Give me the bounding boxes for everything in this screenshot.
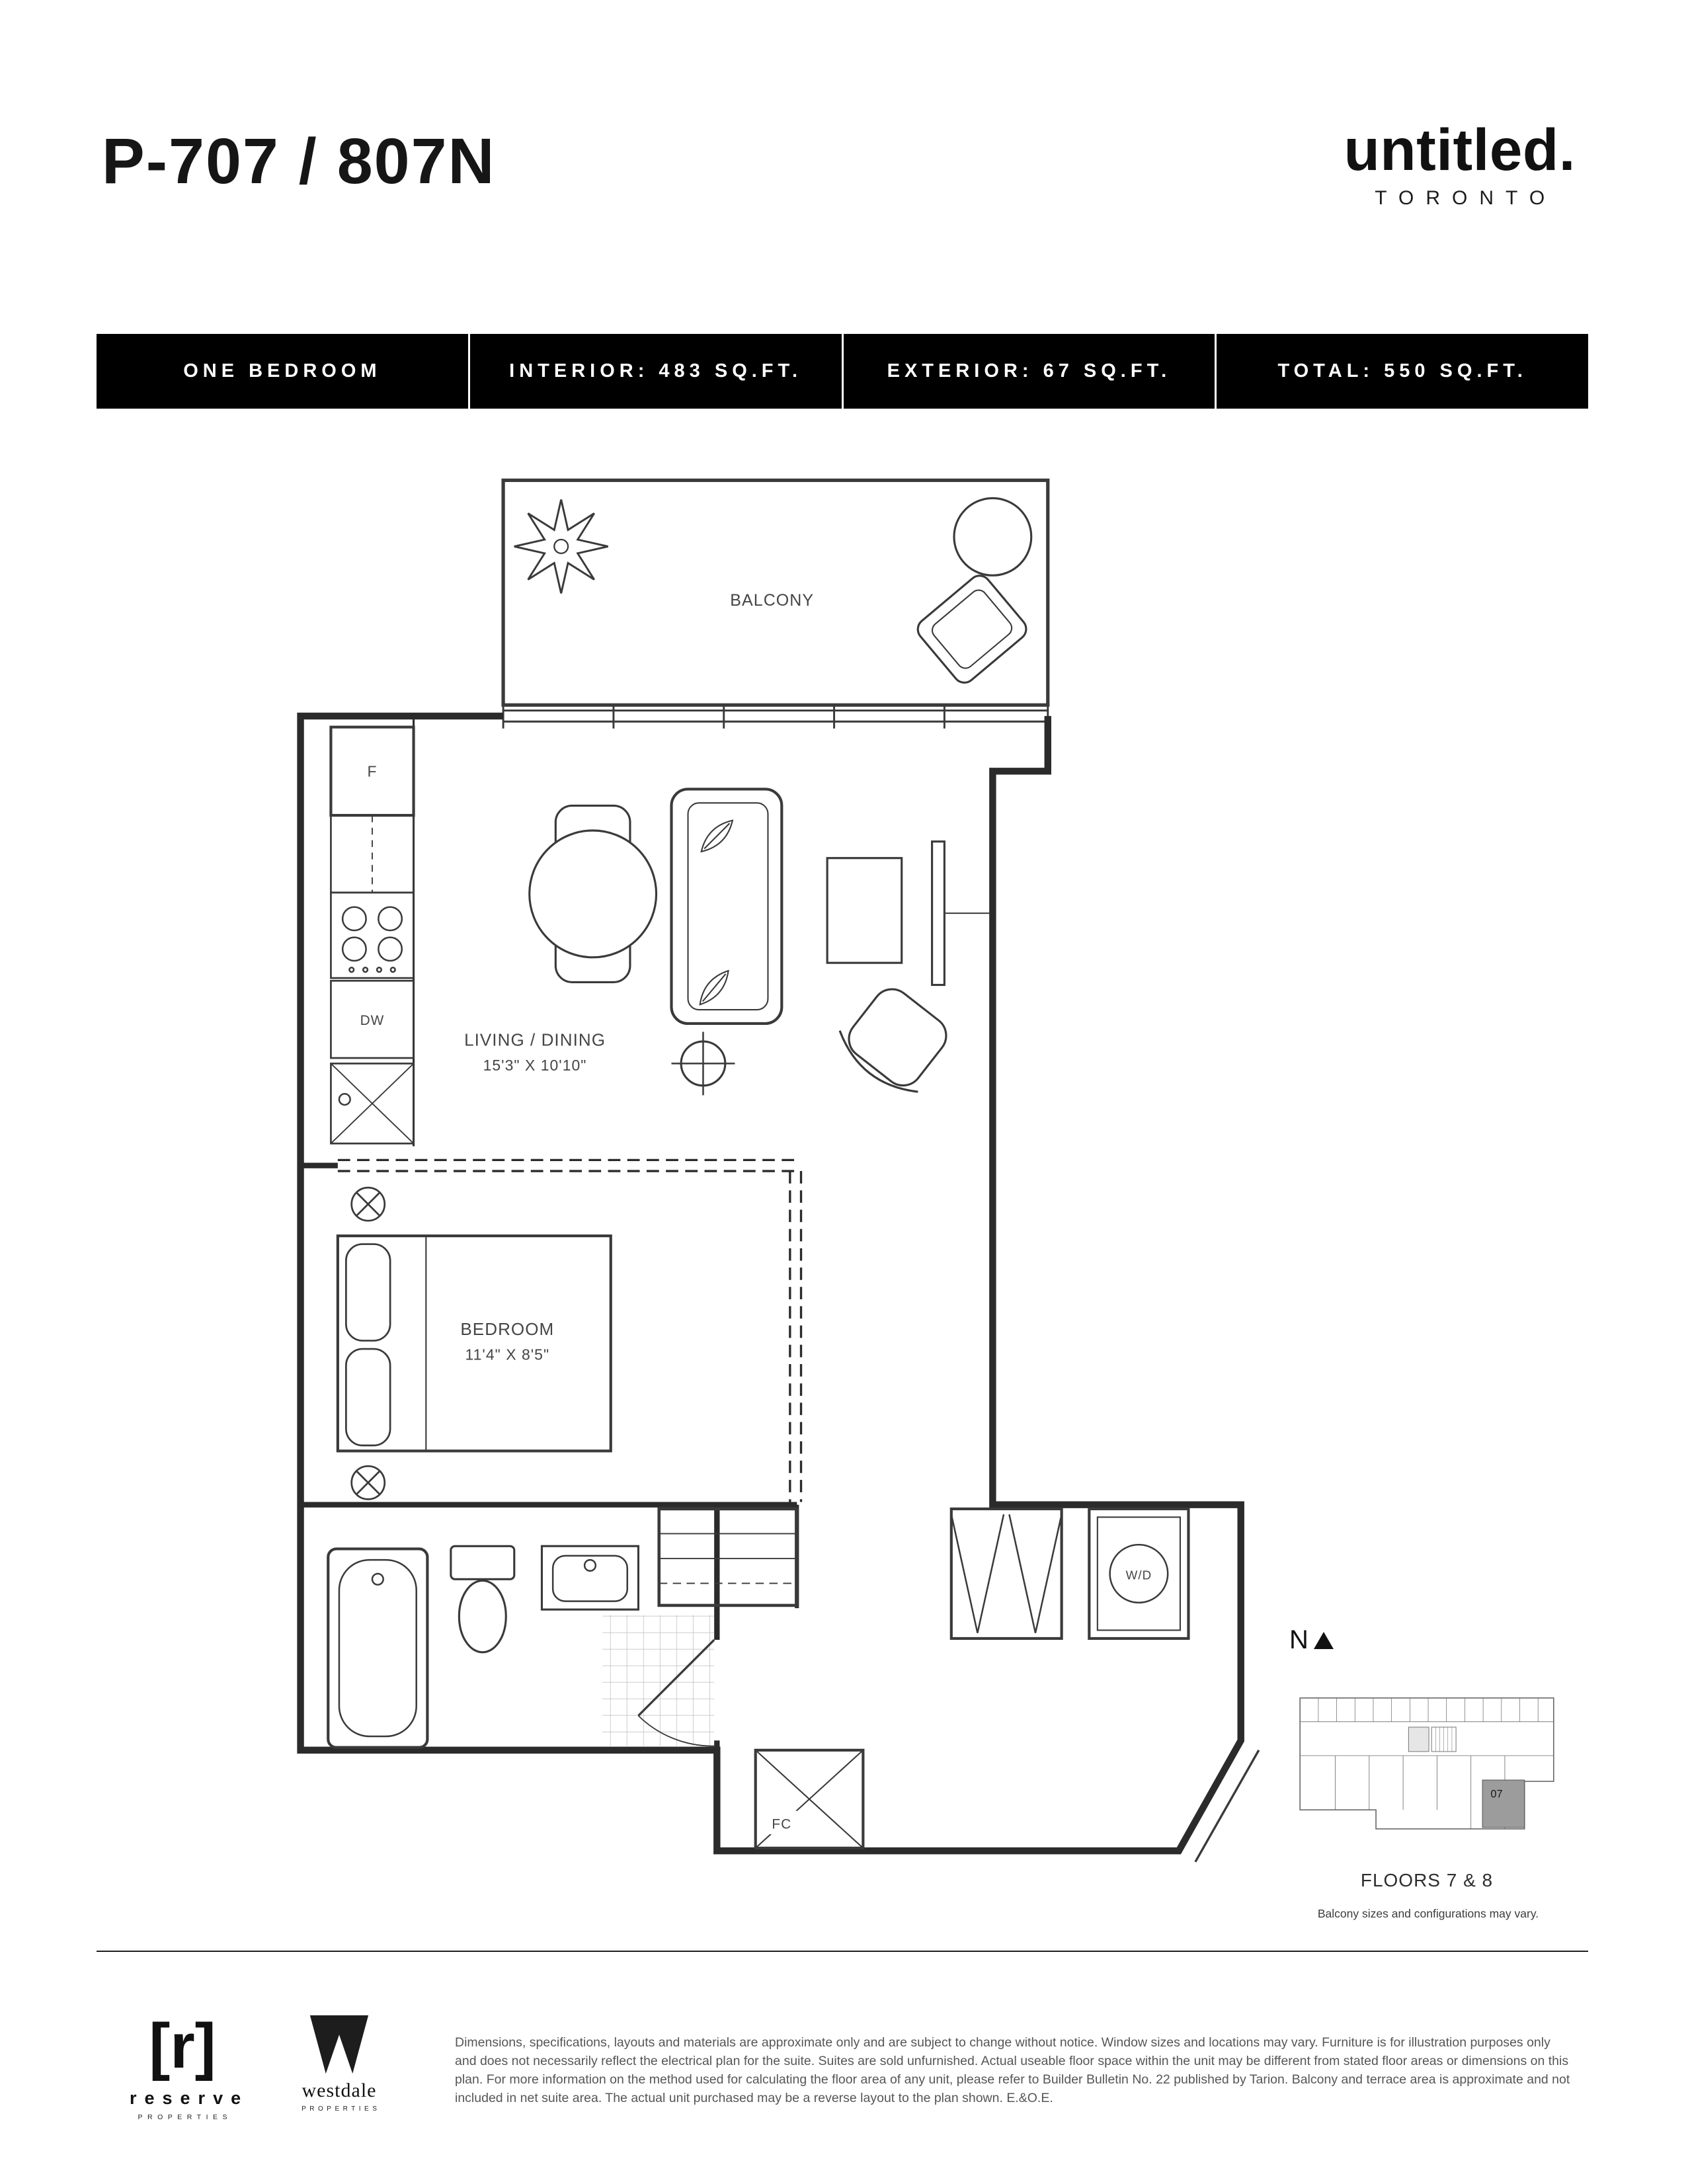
- footer-divider: [97, 1951, 1588, 1952]
- floors-label: FLOORS 7 & 8: [1360, 1870, 1494, 1890]
- westdale-logo-tagline: PROPERTIES: [301, 2105, 381, 2113]
- brand-logo: untitled. TORONTO: [1344, 120, 1576, 210]
- bedroom-closet: [657, 1507, 799, 1607]
- bedroom-dims: 11'4" X 8'5": [465, 1346, 550, 1363]
- dishwasher-label: DW: [360, 1013, 385, 1028]
- sofa: [670, 788, 784, 1026]
- keyplan-unit-07-label: 07: [1490, 1789, 1502, 1800]
- interior-walls: [300, 715, 803, 1750]
- exterior-walls: [297, 712, 1244, 1855]
- entry-door: [1194, 1750, 1260, 1863]
- keyplan-outline: [1299, 1697, 1554, 1830]
- living-dims: 15'3" X 10'10": [483, 1057, 587, 1074]
- sconce-icon: [350, 1465, 386, 1500]
- fan-coil: [754, 1748, 865, 1850]
- fan-coil-label: FC: [772, 1817, 791, 1832]
- entry-closet: [949, 1507, 1063, 1640]
- westdale-logo-icon: [309, 2015, 369, 2074]
- living-label: LIVING / DINING: [464, 1030, 606, 1049]
- bedroom-label: BEDROOM: [460, 1319, 554, 1339]
- reserve-logo-tagline: PROPERTIES: [138, 2113, 232, 2121]
- page-title: P-707 / 807N: [102, 125, 496, 197]
- info-cell-bedroom-type: ONE BEDROOM: [183, 360, 382, 382]
- sconce-icon: [350, 1186, 386, 1222]
- pillow: [345, 1348, 391, 1447]
- reserve-logo-icon: [r]: [149, 2011, 216, 2082]
- bed: [336, 1234, 612, 1453]
- dining-table: [528, 829, 658, 959]
- north-label: N: [1289, 1625, 1308, 1654]
- info-cell-exterior-area: EXTERIOR: 67 SQ.FT.: [841, 334, 1215, 409]
- fridge-label: F: [367, 763, 377, 780]
- wall-tv: [931, 840, 990, 987]
- north-indicator: N: [1289, 1625, 1334, 1655]
- unit-info-bar: ONE BEDROOM INTERIOR: 483 SQ.FT. EXTERIO…: [97, 334, 1588, 409]
- bathroom: [327, 1545, 715, 1749]
- balcony-label: BALCONY: [730, 591, 814, 610]
- entry-area: [754, 1507, 1190, 1850]
- keyplan-unit-07: [1482, 1779, 1525, 1828]
- bathroom-door: [637, 1638, 715, 1747]
- north-arrow-icon: [1313, 1631, 1334, 1649]
- pillow: [345, 1243, 391, 1342]
- window-wall: [502, 704, 1049, 729]
- reserve-logo: [r] reserve PROPERTIES: [130, 2011, 241, 2121]
- balcony-note: Balcony sizes and configurations may var…: [1317, 1907, 1539, 1920]
- balcony-chair: [916, 575, 1027, 684]
- dishwasher: [330, 979, 415, 1059]
- washer-dryer: [1088, 1507, 1190, 1640]
- info-cell-total-area: TOTAL: 550 SQ.FT.: [1215, 334, 1588, 409]
- plant-icon: [514, 499, 608, 594]
- kitchen-sink: [330, 1063, 415, 1145]
- brand-logo-name: untitled.: [1344, 116, 1576, 182]
- westdale-logo-name: westdale: [301, 2080, 377, 2101]
- westdale-logo: westdale PROPERTIES: [290, 2014, 389, 2113]
- balcony: [501, 478, 1050, 707]
- ceiling-light-icon: [671, 1031, 735, 1096]
- info-cell-interior-area: INTERIOR: 483 SQ.FT.: [467, 334, 842, 409]
- reserve-logo-name: reserve: [130, 2087, 249, 2108]
- bathtub: [327, 1547, 429, 1749]
- key-plan: 07: [1299, 1697, 1554, 1830]
- balcony-table: [953, 497, 1033, 577]
- kitchen: [329, 725, 415, 1145]
- living-dining: [528, 788, 990, 1096]
- disclaimer-text: Dimensions, specifications, layouts and …: [455, 2035, 1570, 2105]
- cooktop: [330, 891, 415, 979]
- bedroom: [336, 1186, 799, 1607]
- floor-plan-drawing: BALCONY: [297, 478, 1260, 1863]
- toilet: [450, 1545, 516, 1654]
- washer-dryer-label: W/D: [1126, 1568, 1152, 1582]
- armchair: [838, 988, 947, 1093]
- tv-console: [826, 857, 903, 964]
- brand-logo-city: TORONTO: [1375, 187, 1557, 209]
- bathroom-sink: [540, 1545, 640, 1611]
